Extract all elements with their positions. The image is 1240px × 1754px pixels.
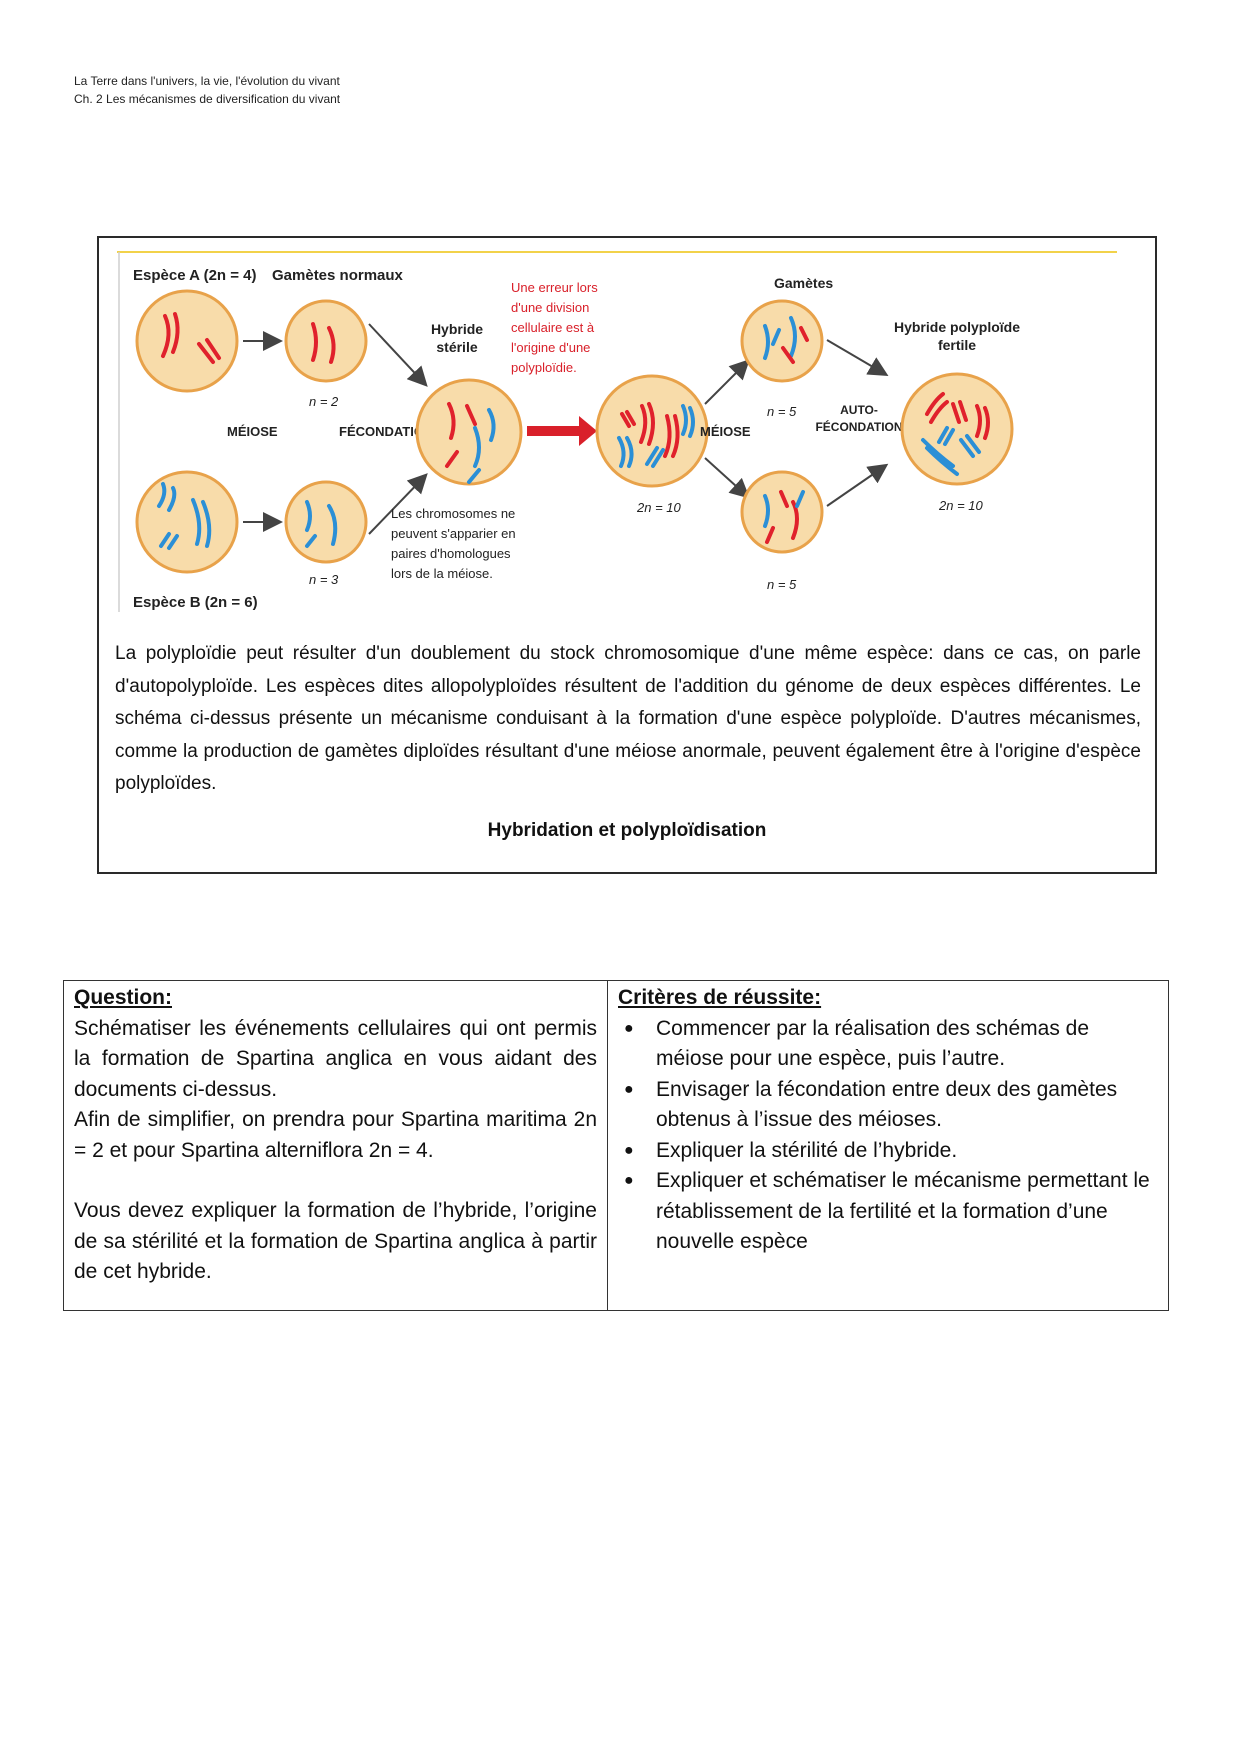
gamete-b — [284, 480, 368, 564]
arrow-bottom-fertile — [826, 463, 889, 507]
n2-label: n = 2 — [309, 394, 339, 409]
fecondation-label: FÉCONDATION — [339, 424, 433, 439]
criteria-item: ● Commencer par la réalisation des schéma… — [624, 1014, 1158, 1075]
criteria-item-text: Expliquer et schématiser le mécanisme pe… — [656, 1169, 1150, 1253]
two-n-10-right: 2n = 10 — [938, 498, 984, 513]
arrow-mid-bottom — [704, 457, 750, 499]
auto-fecondation-2: FÉCONDATION — [815, 419, 902, 434]
error-note-2: d'une division — [511, 300, 589, 315]
criteria-item: ● Expliquer la stérilité de l’hybride. — [624, 1136, 1158, 1167]
note-pair-1: Les chromosomes ne — [391, 506, 515, 521]
species-b-label: Espèce B (2n = 6) — [133, 594, 258, 611]
auto-fecondation-1: AUTO- — [840, 403, 878, 417]
chromosomes-species-a — [161, 312, 221, 364]
criteria-item-text: Envisager la fécondation entre deux des … — [656, 1077, 1118, 1132]
arrow-top-fertile — [826, 339, 889, 377]
bullet-icon: ● — [624, 1080, 634, 1098]
gamete-a — [284, 299, 368, 383]
polyploidy-diagram: Espèce A (2n = 4) Gamètes normaux Espèce… — [117, 251, 1117, 612]
header-line-2: Ch. 2 Les mécanismes de diversification … — [74, 92, 341, 106]
species-a-label: Espèce A (2n = 4) — [133, 267, 257, 284]
question-cell: Question: Schématiser les événements cel… — [63, 980, 608, 1311]
gametes-label: Gamètes — [774, 275, 833, 291]
chromosomes-species-b — [157, 482, 212, 550]
criteria-item-text: Expliquer la stérilité de l’hybride. — [656, 1138, 958, 1162]
error-note-1: Une erreur lors — [511, 280, 598, 295]
chromosomes-doubled — [617, 402, 695, 468]
question-text-1: Schématiser les événements cellulaires q… — [74, 1016, 597, 1101]
gametes-normal-label: Gamètes normaux — [272, 267, 404, 284]
n5-bottom-label: n = 5 — [767, 577, 797, 592]
question-table: Question: Schématiser les événements cel… — [63, 980, 1169, 1311]
red-arrow-shaft — [527, 426, 583, 436]
bullet-icon: ● — [624, 1141, 634, 1159]
chromosomes-hybrid-sterile — [445, 402, 496, 484]
criteria-item-text: Commencer par la réalisation des schémas… — [656, 1016, 1090, 1071]
n5-top-label: n = 5 — [767, 404, 797, 419]
error-note-5: polyploïdie. — [511, 360, 577, 375]
criteria-cell: Critères de réussite: ● Commencer par la … — [607, 980, 1169, 1311]
spacer — [74, 1166, 597, 1196]
cell-species-b — [135, 470, 239, 574]
n3-label: n = 3 — [309, 572, 339, 587]
hybrid-sterile-line1: Hybride — [431, 321, 483, 337]
arrow-ga-hybrid — [368, 323, 428, 387]
criteria-title: Critères de réussite: — [618, 986, 822, 1009]
note-pair-2: peuvent s'apparier en — [391, 526, 516, 541]
bullet-icon: ● — [624, 1019, 634, 1037]
error-note-3: cellulaire est à — [511, 320, 595, 335]
hybrid-fertile-line1: Hybride polyploïde — [894, 319, 1020, 335]
meiose-label-1: MÉIOSE — [227, 424, 278, 439]
question-text-3: Vous devez expliquer la formation de l’h… — [74, 1199, 597, 1283]
cell-hybrid-sterile — [415, 378, 523, 486]
note-pair-4: lors de la méiose. — [391, 566, 493, 581]
meiose-label-2: MÉIOSE — [700, 424, 751, 439]
criteria-item: ● Envisager la fécondation entre deux des… — [624, 1075, 1158, 1136]
criteria-item: ● Expliquer et schématiser le mécanisme p… — [624, 1166, 1158, 1258]
criteria-list: ● Commencer par la réalisation des schéma… — [618, 1014, 1158, 1258]
arrow-gb-hybrid — [368, 473, 428, 535]
cell-species-a — [135, 289, 239, 393]
question-text-2: Afin de simplifier, on prendra pour Spar… — [74, 1108, 597, 1162]
chromosomes-gamete-top — [763, 316, 809, 364]
question-title: Question: — [74, 986, 172, 1009]
chromosomes-gamete-b — [305, 500, 338, 548]
document-box: Espèce A (2n = 4) Gamètes normaux Espèce… — [97, 236, 1157, 874]
error-note-4: l'origine d'une — [511, 340, 590, 355]
explanation-paragraph: La polyploïdie peut résulter d'un double… — [115, 643, 1141, 794]
chromosomes-gamete-bottom — [763, 490, 805, 544]
gamete-top — [740, 299, 824, 383]
header-line-1: La Terre dans l'univers, la vie, l'évolu… — [74, 74, 340, 88]
red-arrow-head — [579, 416, 597, 446]
figure-caption: Hybridation et polyploïdisation — [487, 820, 767, 841]
bullet-icon: ● — [624, 1172, 634, 1189]
gamete-bottom — [740, 470, 824, 554]
two-n-10-mid: 2n = 10 — [636, 500, 682, 515]
chromosomes-gamete-a — [311, 322, 336, 364]
hybrid-fertile-line2: fertile — [938, 337, 976, 353]
hybrid-sterile-line2: stérile — [436, 339, 477, 355]
arrow-mid-top — [704, 359, 750, 405]
chromosomes-hybrid-fertile — [921, 392, 990, 476]
page-header: La Terre dans l'univers, la vie, l'évolu… — [74, 72, 340, 108]
cell-hybrid-fertile — [900, 372, 1014, 486]
note-pair-3: paires d'homologues — [391, 546, 511, 561]
